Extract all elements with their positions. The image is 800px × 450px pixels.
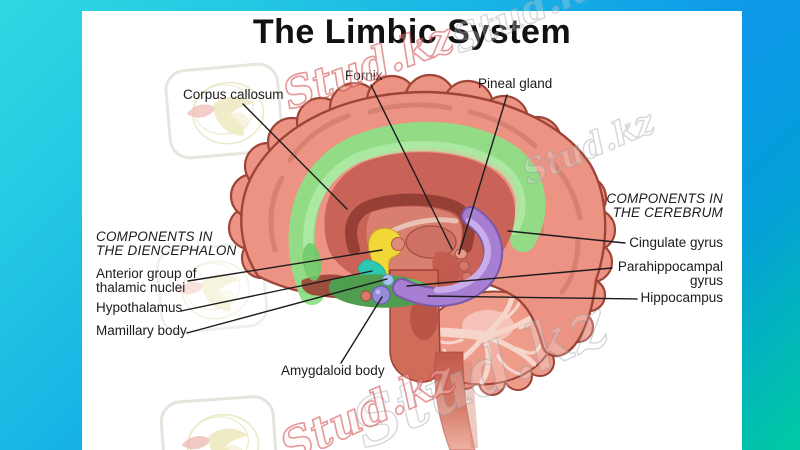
label-amygdaloid-body: Amygdaloid body (281, 363, 385, 378)
label-hippocampus: Hippocampus (640, 290, 723, 305)
label-hypothalamus: Hypothalamus (96, 300, 183, 315)
label-fornix: Fornix (345, 68, 383, 83)
label-mamillary-body: Mamillary body (96, 323, 187, 338)
page-title: The Limbic System (252, 13, 572, 51)
label-corpus-callosum: Corpus callosum (183, 87, 284, 102)
header-components-diencephalon: COMPONENTS IN THE DIENCEPHALON (96, 229, 237, 258)
header-components-cerebrum: COMPONENTS IN THE CEREBRUM (606, 191, 723, 220)
label-cingulate-gyrus: Cingulate gyrus (629, 235, 723, 250)
label-parahippocampal-gyrus: Parahippocampal gyrus (617, 259, 723, 288)
label-anterior-thalamic: Anterior group of thalamic nuclei (96, 266, 197, 295)
label-pineal-gland: Pineal gland (478, 76, 553, 91)
